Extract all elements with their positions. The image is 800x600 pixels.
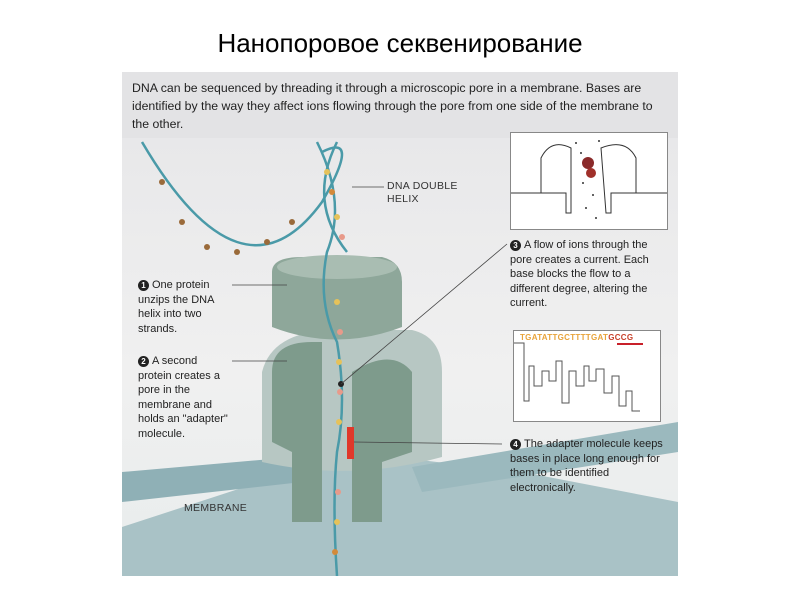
adapter-molecule bbox=[347, 427, 354, 459]
trace-sequence: TGATATTGCTTTTGAT bbox=[520, 333, 609, 342]
nanopore-illustration bbox=[122, 141, 678, 576]
single-strand bbox=[140, 141, 344, 247]
current-trace-chart: TGATATTGCTTTTGATGCCG bbox=[513, 330, 661, 422]
unzip-protein bbox=[272, 257, 402, 340]
dna-helix-label: DNA DOUBLE HELIX bbox=[387, 180, 458, 205]
slide-title: Нанопоровое секвенирование bbox=[217, 28, 583, 58]
trace-highlight: GCCG bbox=[608, 333, 634, 342]
nanopore-figure: DNA can be sequenced by threading it thr… bbox=[122, 72, 678, 576]
pore-detail-inset bbox=[510, 132, 668, 230]
dna-strand bbox=[315, 141, 344, 576]
membrane-label: MEMBRANE bbox=[184, 502, 248, 514]
pore-left-half bbox=[272, 342, 322, 522]
membrane-right bbox=[412, 422, 678, 492]
intro-text: DNA can be sequenced by threading it thr… bbox=[122, 72, 678, 138]
pore-right-half bbox=[352, 359, 412, 522]
